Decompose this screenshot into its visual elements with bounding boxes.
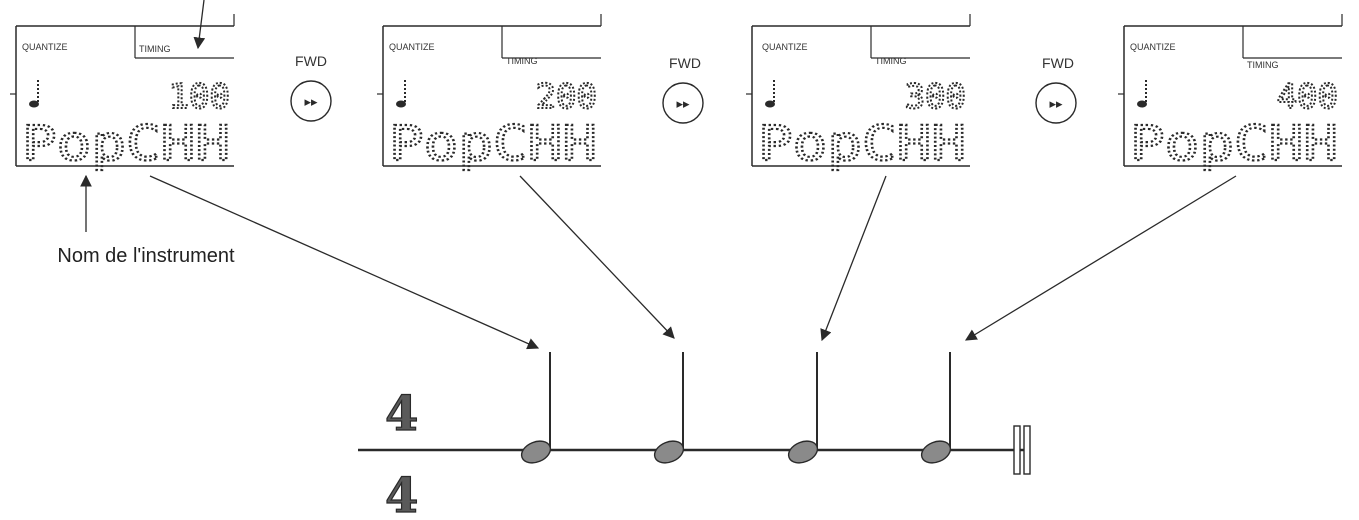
timing-label: TIMING xyxy=(139,44,171,54)
instrument-name: PopCHH xyxy=(758,116,966,172)
fast-forward-icon: ▸▸ xyxy=(304,95,318,110)
timing-value: 400 xyxy=(1277,77,1338,117)
lcd-display-2: QUANTIZE TIMING 200 PopCHH xyxy=(377,14,602,173)
quantize-label: QUANTIZE xyxy=(22,42,68,52)
fwd-button-2[interactable]: FWD ▸▸ xyxy=(662,55,704,124)
time-signature-numerator: 4 xyxy=(385,386,418,442)
lcd-display-3: QUANTIZE TIMING 300 PopCHH xyxy=(746,14,971,173)
quantize-label: QUANTIZE xyxy=(762,42,808,52)
fwd-button-1[interactable]: FWD ▸▸ xyxy=(290,53,332,122)
fwd-label: FWD xyxy=(295,53,327,69)
quarter-note-3 xyxy=(787,352,819,464)
arrow-display-2-to-note-2 xyxy=(519,175,675,339)
lcd-display-4: QUANTIZE TIMING 400 PopCHH xyxy=(1118,14,1343,173)
arrow-display-4-to-note-4 xyxy=(965,175,1237,341)
fast-forward-icon: ▸▸ xyxy=(1049,97,1063,112)
timing-value: 200 xyxy=(536,77,597,117)
quantize-label: QUANTIZE xyxy=(389,42,435,52)
quarter-note-1 xyxy=(520,352,552,464)
instrument-name: PopCHH xyxy=(1130,116,1338,172)
fast-forward-icon: ▸▸ xyxy=(676,97,690,112)
timing-value: 100 xyxy=(169,77,230,117)
timing-pointer-arrow xyxy=(193,0,206,50)
fwd-label: FWD xyxy=(669,55,701,71)
timing-label: TIMING xyxy=(875,56,907,66)
timing-value: 300 xyxy=(905,77,966,117)
arrow-display-1-to-note-1 xyxy=(149,175,540,350)
fwd-button-3[interactable]: FWD ▸▸ xyxy=(1035,55,1077,124)
timing-label: TIMING xyxy=(506,56,538,66)
quarter-note-2 xyxy=(653,352,685,464)
lcd-display-1: QUANTIZE TIMING 100 PopCHH xyxy=(10,14,235,173)
quarter-note-icon xyxy=(29,80,39,108)
fwd-label: FWD xyxy=(1042,55,1074,71)
music-staff: 4 4 xyxy=(358,352,1031,520)
instrument-name-caption: Nom de l'instrument xyxy=(57,245,235,267)
quarter-note-4 xyxy=(920,352,952,464)
final-barline xyxy=(1013,425,1031,475)
arrow-display-3-to-note-3 xyxy=(820,175,887,342)
quarter-note-icon xyxy=(765,80,775,108)
timing-label: TIMING xyxy=(1247,60,1279,70)
instrument-name: PopCHH xyxy=(22,116,230,172)
quarter-note-icon xyxy=(396,80,406,108)
quantize-label: QUANTIZE xyxy=(1130,42,1176,52)
quarter-note-icon xyxy=(1137,80,1147,108)
time-signature-denominator: 4 xyxy=(385,468,418,520)
instrument-name: PopCHH xyxy=(389,116,597,172)
